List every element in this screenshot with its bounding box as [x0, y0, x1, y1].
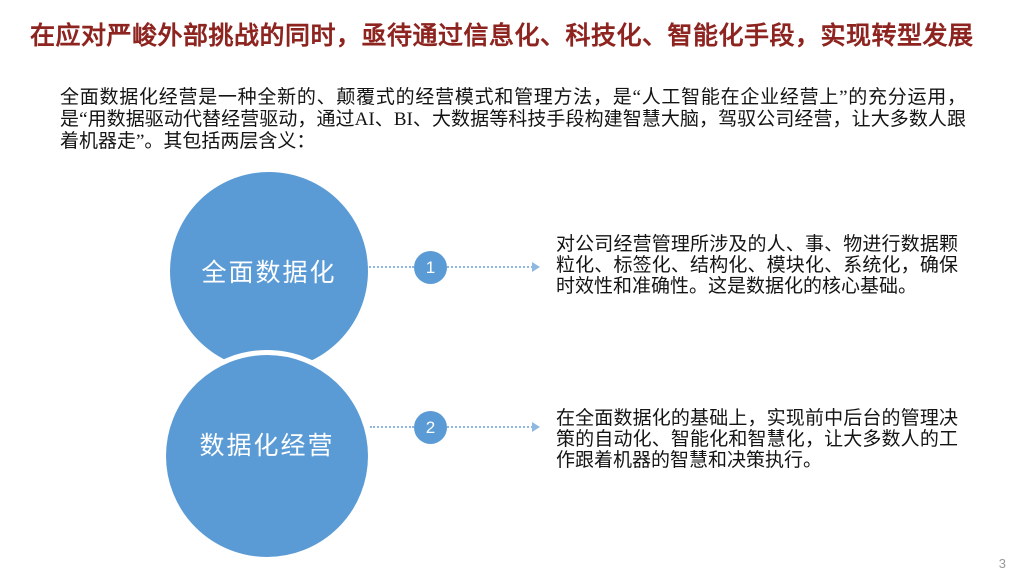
page-number: 3: [998, 556, 1006, 571]
connector-dotted-line: [447, 426, 533, 428]
description-text-1: 对公司经营管理所涉及的人、事、物进行数据颗粒化、标签化、结构化、模块化、系统化，…: [556, 234, 958, 297]
concept-circle-data-driven-operation: 数据化经营: [161, 350, 373, 562]
connector-dotted-line: [366, 266, 414, 268]
concept-circle-label: 数据化经营: [199, 433, 335, 460]
intro-paragraph: 全面数据化经营是一种全新的、颠覆式的经营模式和管理方法，是“人工智能在企业经营上…: [60, 87, 966, 152]
arrow-right-icon: [532, 422, 540, 432]
arrow-right-icon: [532, 262, 540, 272]
number-badge-2: 2: [414, 411, 447, 444]
number-badge-1: 1: [414, 251, 447, 284]
connector-dotted-line: [447, 266, 533, 268]
connector-dotted-line: [370, 426, 414, 428]
concept-circle-label: 全面数据化: [201, 260, 337, 287]
description-text-2: 在全面数据化的基础上，实现前中后台的管理决策的自动化、智能化和智慧化，让大多数人…: [556, 408, 958, 471]
slide-title: 在应对严峻外部挑战的同时，亟待通过信息化、科技化、智能化手段，实现转型发展: [30, 23, 974, 50]
concept-circle-full-digitization: 全面数据化: [170, 172, 368, 370]
